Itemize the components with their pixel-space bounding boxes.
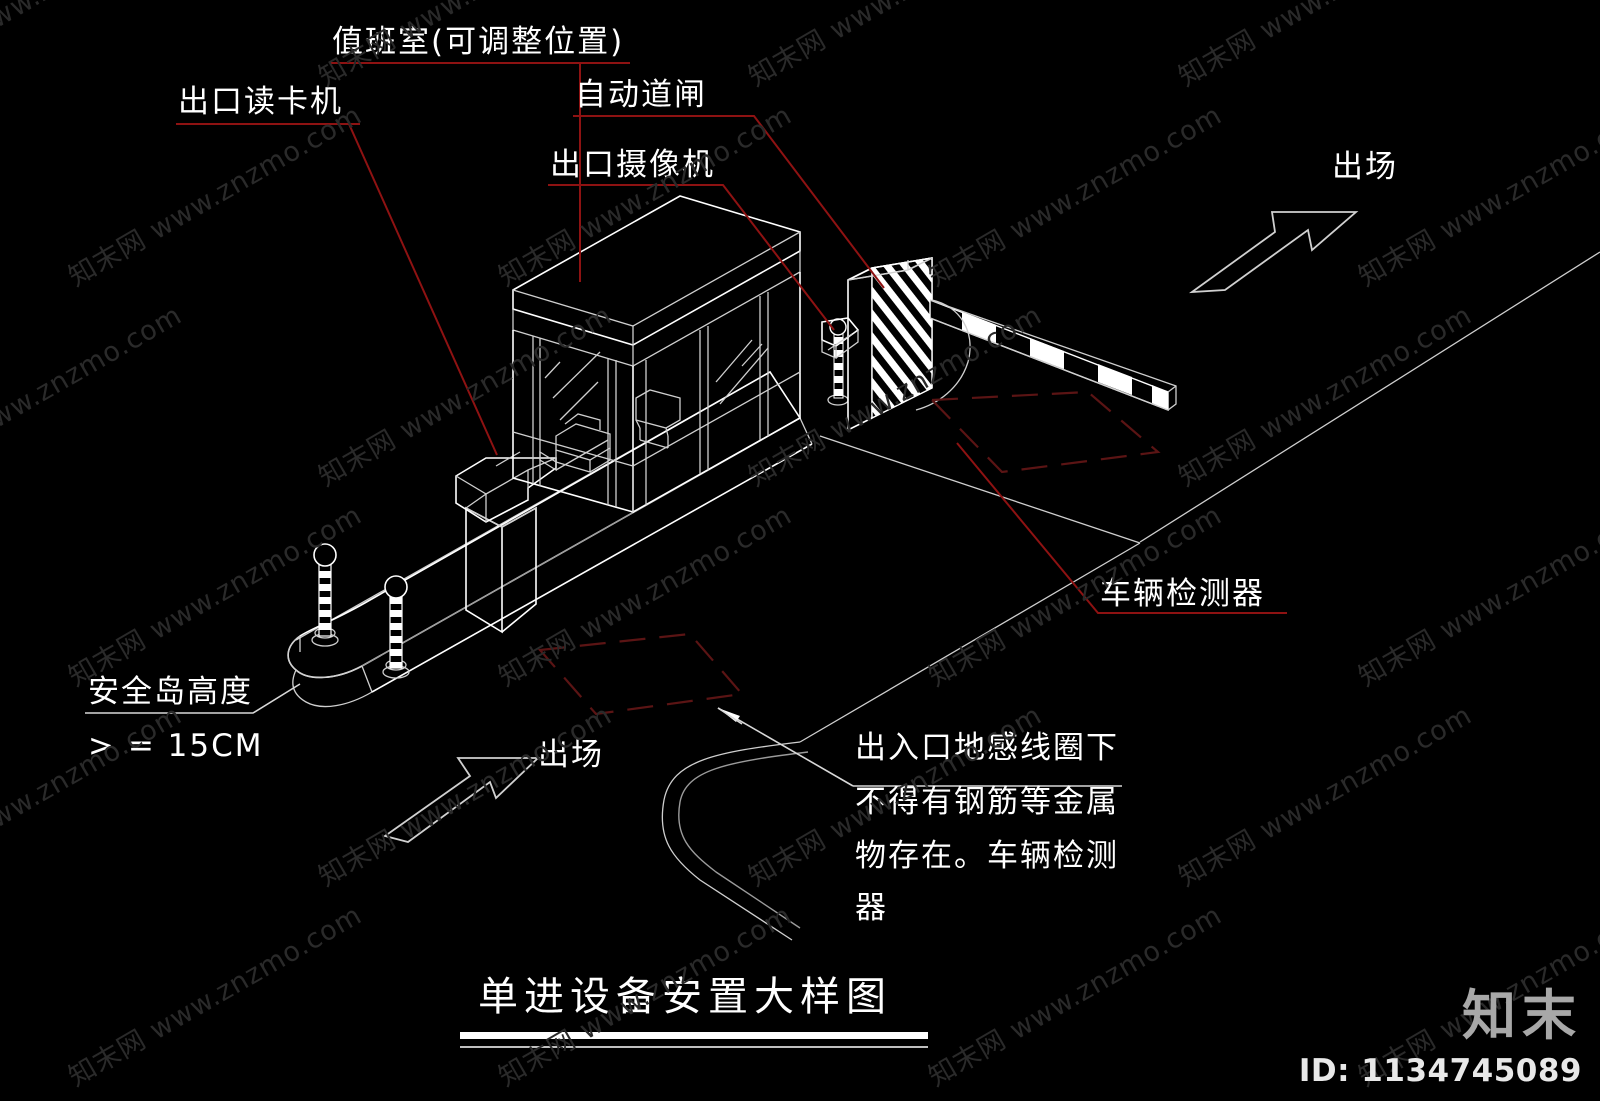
booth-desk — [539, 413, 611, 473]
bollard-3 — [827, 318, 849, 406]
vehicle-detector-loops — [537, 390, 1161, 716]
exit-camera — [821, 317, 860, 359]
label-exit-card-reader: 出口读卡机 — [178, 84, 343, 120]
note-line-3: 物存在。车辆检测 — [855, 838, 1119, 874]
detector-loop-upper — [929, 390, 1161, 474]
exit-card-reader — [455, 451, 557, 634]
safety-island — [287, 370, 813, 708]
exit-arrow-lower — [382, 757, 541, 843]
exit-arrow-upper — [1188, 211, 1359, 294]
bollard-1 — [311, 543, 339, 647]
drawing-title: 单进设备安置大样图 — [478, 974, 892, 1020]
road-edges — [295, 251, 1600, 941]
label-island-height-line1: 安全岛高度 — [88, 674, 253, 710]
guard-booth — [512, 195, 801, 514]
leader-lines-red — [176, 62, 1287, 614]
title-underline — [460, 1032, 928, 1048]
automatic-barrier-gate — [821, 257, 1177, 432]
barrier-boom-arm — [929, 298, 1177, 412]
detector-loop-lower — [537, 632, 745, 716]
label-vehicle-detector: 车辆检测器 — [1100, 576, 1265, 612]
label-exit-arrow-bottom: 出场 — [538, 737, 604, 773]
label-exit-camera: 出口摄像机 — [550, 147, 715, 183]
leader-lines-white — [85, 683, 1122, 787]
site-logo: 知末 — [1462, 984, 1582, 1047]
label-guard-room: 值班室(可调整位置) — [332, 24, 624, 60]
asset-id: ID: 1134745089 — [1298, 1053, 1582, 1089]
label-underlines — [176, 62, 1287, 614]
label-auto-barrier: 自动道闸 — [575, 77, 707, 113]
label-island-height-line2: > = 15CM — [88, 728, 264, 764]
note-line-4: 器 — [855, 890, 888, 926]
booth-chair — [635, 389, 681, 449]
note-line-2: 不得有钢筋等金属 — [855, 784, 1119, 820]
label-exit-arrow-top: 出场 — [1332, 149, 1398, 185]
direction-arrows — [382, 211, 1359, 843]
bollard-2 — [382, 575, 410, 679]
note-line-1: 出入口地感线圈下 — [855, 730, 1119, 766]
